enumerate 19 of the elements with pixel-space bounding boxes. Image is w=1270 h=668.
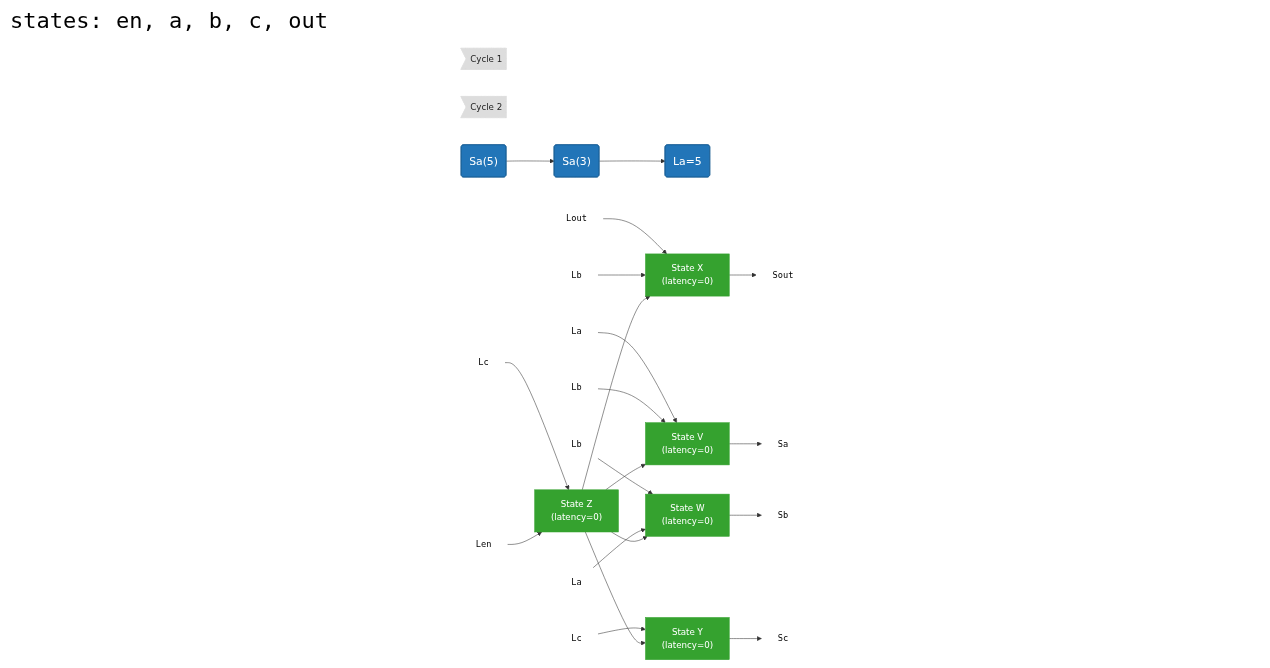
node-text: Lout [566,213,588,224]
node-text: Lb [571,438,583,449]
node-box: State Y (latency=0) [645,617,730,660]
node-text: Len [476,539,492,550]
node-text: La [571,576,583,588]
node-box: State Z (latency=0) [534,489,620,533]
node-text: La [571,325,583,337]
node-text: Lb [571,269,583,280]
node-text: Sb [778,509,789,521]
node-text: Sc [778,633,789,644]
node-text: Sa [778,438,789,449]
node-box: State V (latency=0) [645,422,730,466]
note-text: states: en, a, b, c, out [10,8,328,33]
node-text: Lb [571,382,583,393]
node-text: Sout [772,269,794,280]
node-text: Lc [571,633,583,644]
node-box: State X (latency=0) [645,253,730,297]
node-text: Lc [478,357,490,368]
node-box: State W (latency=0) [645,493,730,537]
